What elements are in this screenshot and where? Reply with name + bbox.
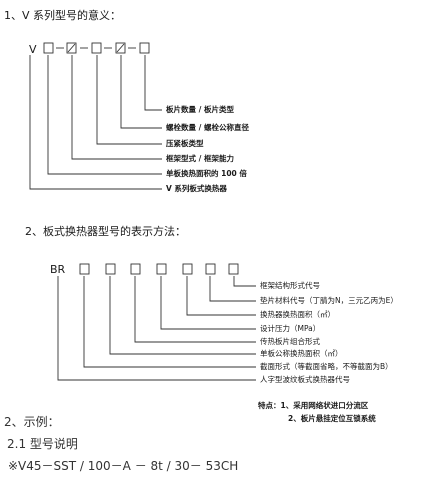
br-label-frame: 框架结构形式代号 xyxy=(260,281,320,290)
example-title: 2、示例： xyxy=(4,415,60,429)
example-model: ※V45－SST / 100－A － 8t / 30－ 53CH xyxy=(8,459,239,473)
br-label-code: 人字型波纹板式换热器代号 xyxy=(260,375,350,384)
section2-title: 2、板式换热器型号的表示方法： xyxy=(25,225,186,238)
v-box-4 xyxy=(115,42,126,54)
v-label-bolts: 螺栓数量 / 螺栓公称直径 xyxy=(166,123,249,132)
v-box-2 xyxy=(66,42,77,54)
features-line-2: 2、板片悬挂定位互锁系统 xyxy=(288,414,376,423)
br-label-section: 截面形式（等截面省略，不等截面为B） xyxy=(260,362,393,371)
v-label-area: 单板换热面积的 100 倍 xyxy=(166,169,247,178)
section1-prefix: V xyxy=(29,43,37,56)
br-label-pressure: 设计压力（MPa） xyxy=(260,324,321,333)
section1-title: 1、V 系列型号的意义： xyxy=(4,9,122,22)
br-label-area: 换热器换热面积（㎡） xyxy=(260,310,335,319)
example-subtitle: 2.1 型号说明 xyxy=(7,437,78,451)
br-label-plate-area: 单板公称换热面积（㎡） xyxy=(260,349,343,358)
features-line-1: 特点：1、采用网络状进口分流区 xyxy=(258,401,369,410)
v-box-1 xyxy=(43,42,54,54)
br-label-gasket: 垫片材料代号（丁腈为N，三元乙丙为E） xyxy=(260,296,398,305)
br-label-combination: 传热板片组合形式 xyxy=(260,337,320,346)
v-label-plates: 板片数量 / 板片类型 xyxy=(166,105,234,114)
v-box-5 xyxy=(139,42,150,54)
v-label-pressure-plate: 压紧板类型 xyxy=(166,139,204,148)
section2-prefix: BR xyxy=(50,263,66,276)
v-label-frame: 框架型式 / 框架能力 xyxy=(166,154,234,163)
v-box-3 xyxy=(91,42,102,54)
v-label-series: V 系列板式换热器 xyxy=(166,184,227,193)
